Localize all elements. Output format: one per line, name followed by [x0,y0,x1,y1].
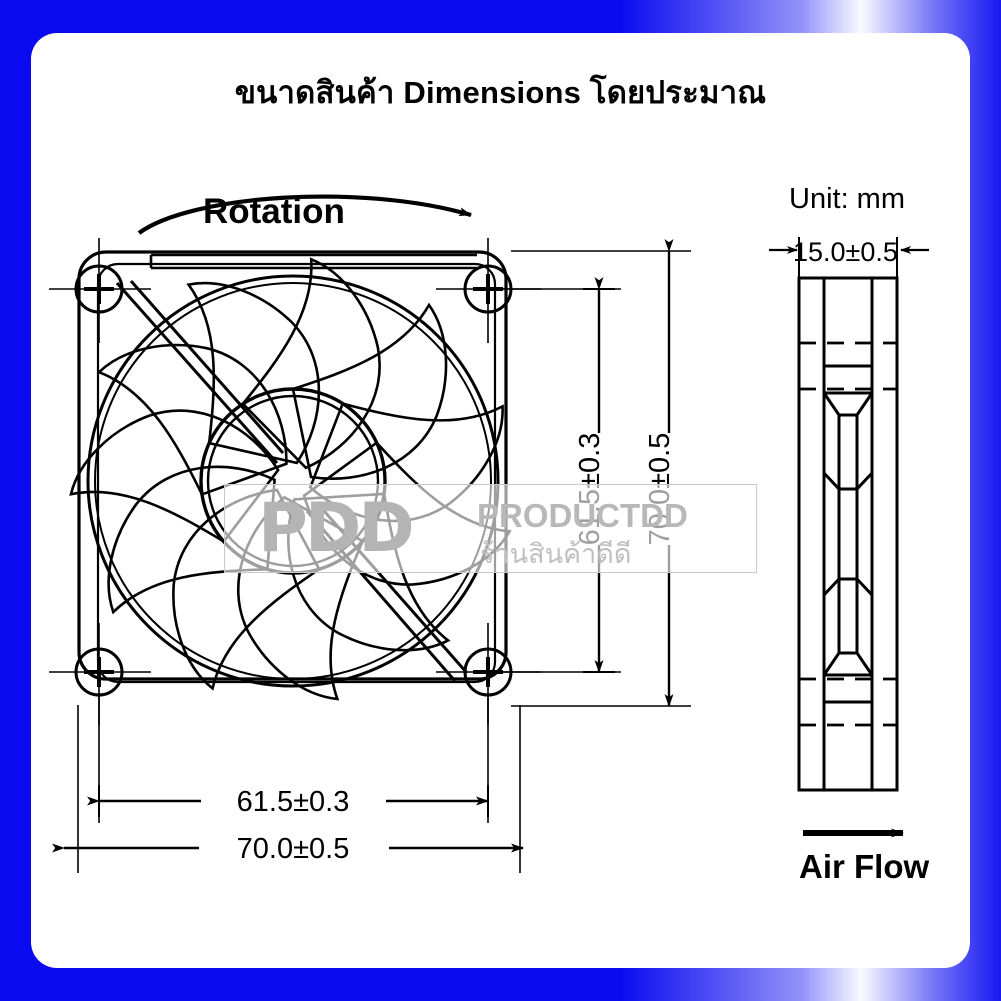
dim-thickness-label: 15.0±0.5 [793,237,898,267]
fan-frame [77,250,508,681]
fan-hub-outer [199,387,387,575]
side-view-body [797,276,899,792]
fan-hub-inner [206,394,380,568]
unit-label: Unit: mm [789,183,905,215]
page-title: ขนาดสินค้า Dimensions โดยประมาณ [234,75,767,110]
fan-bore-circle [86,274,500,688]
dim-line-width-inner [87,785,489,817]
fan-top-bar [149,253,477,270]
dim-line-height-inner [583,277,615,673]
technical-drawing: Rotation Unit: mm 15.0±0.5 61.5±0.3 70.0… [49,183,929,885]
dim-height-outer-label: 70.0±0.5 [644,433,676,546]
hole-centre-lines [49,238,541,725]
drawing-sheet: ขนาดสินค้า Dimensions โดยประมาณ [31,33,970,968]
dim-line-thickness [769,237,929,278]
fan-blades [69,257,512,701]
fan-bore-circle-2 [94,282,492,680]
dim-width-outer-label: 70.0±0.5 [237,833,350,865]
rotation-arrow [137,194,472,235]
dim-height-inner-label: 61.5±0.3 [574,433,606,546]
air-flow-label: Air Flow [799,848,929,885]
dim-width-inner-label: 61.5±0.3 [237,786,350,818]
rotation-label: Rotation [203,192,345,231]
